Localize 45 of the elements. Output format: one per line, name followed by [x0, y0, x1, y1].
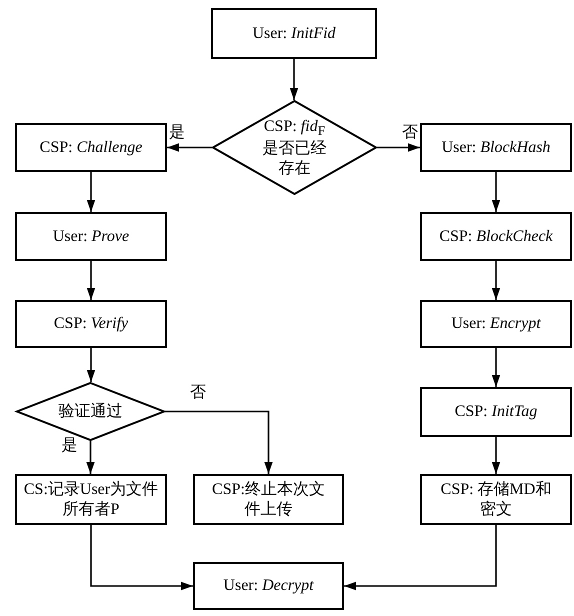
process-box: [15, 123, 167, 172]
arrow: [86, 441, 95, 474]
arrow: [377, 143, 420, 152]
process-box: [15, 300, 167, 348]
edge-label: 是: [168, 124, 186, 142]
process-box: [420, 123, 572, 172]
edge-label: 否: [188, 384, 207, 402]
arrow: [290, 59, 298, 100]
node-label: User: Decrypt: [223, 576, 314, 596]
node-label: CSP: fid$_{F}$ 是否已经存在: [262, 117, 328, 178]
arrow: [90, 525, 193, 590]
arrow: [492, 348, 500, 387]
edge-label: 是: [60, 437, 78, 455]
node-label: User: Prove: [52, 226, 130, 246]
process-box: [420, 474, 572, 525]
arrow: [344, 525, 497, 590]
process-box: [15, 212, 167, 261]
arrow: [86, 261, 96, 300]
node-label: 验证通过: [58, 402, 122, 422]
node-label: CSP:终止本次文件上传: [211, 480, 326, 519]
node-label: User: InitFid: [252, 24, 336, 44]
edge-label: 否: [401, 124, 419, 142]
arrow: [492, 261, 500, 300]
arrow: [492, 437, 500, 474]
process-box: [420, 300, 572, 348]
node-label: CSP: 存储MD和密文: [440, 480, 552, 519]
process-box: [420, 387, 572, 437]
process-box: [420, 212, 572, 261]
arrow: [492, 172, 500, 212]
arrow: [86, 348, 96, 382]
node-label: CS:记录User为文件所有者P: [22, 480, 160, 519]
node-label: CSP: BlockCheck: [439, 226, 553, 246]
process-box: [211, 8, 377, 59]
node-label: User: Encrypt: [451, 314, 541, 334]
node-label: CSP: Challenge: [40, 138, 142, 158]
arrow: [167, 143, 212, 152]
process-box: [15, 474, 167, 525]
arrow: [86, 172, 96, 212]
node-label: User: BlockHash: [442, 138, 550, 158]
decision-diamond: [212, 100, 377, 195]
arrow: [165, 410, 273, 474]
node-label: CSP: Verify: [54, 314, 128, 334]
process-box: [193, 562, 344, 610]
node-label: CSP: InitTag: [454, 402, 538, 422]
process-box: [193, 474, 344, 525]
